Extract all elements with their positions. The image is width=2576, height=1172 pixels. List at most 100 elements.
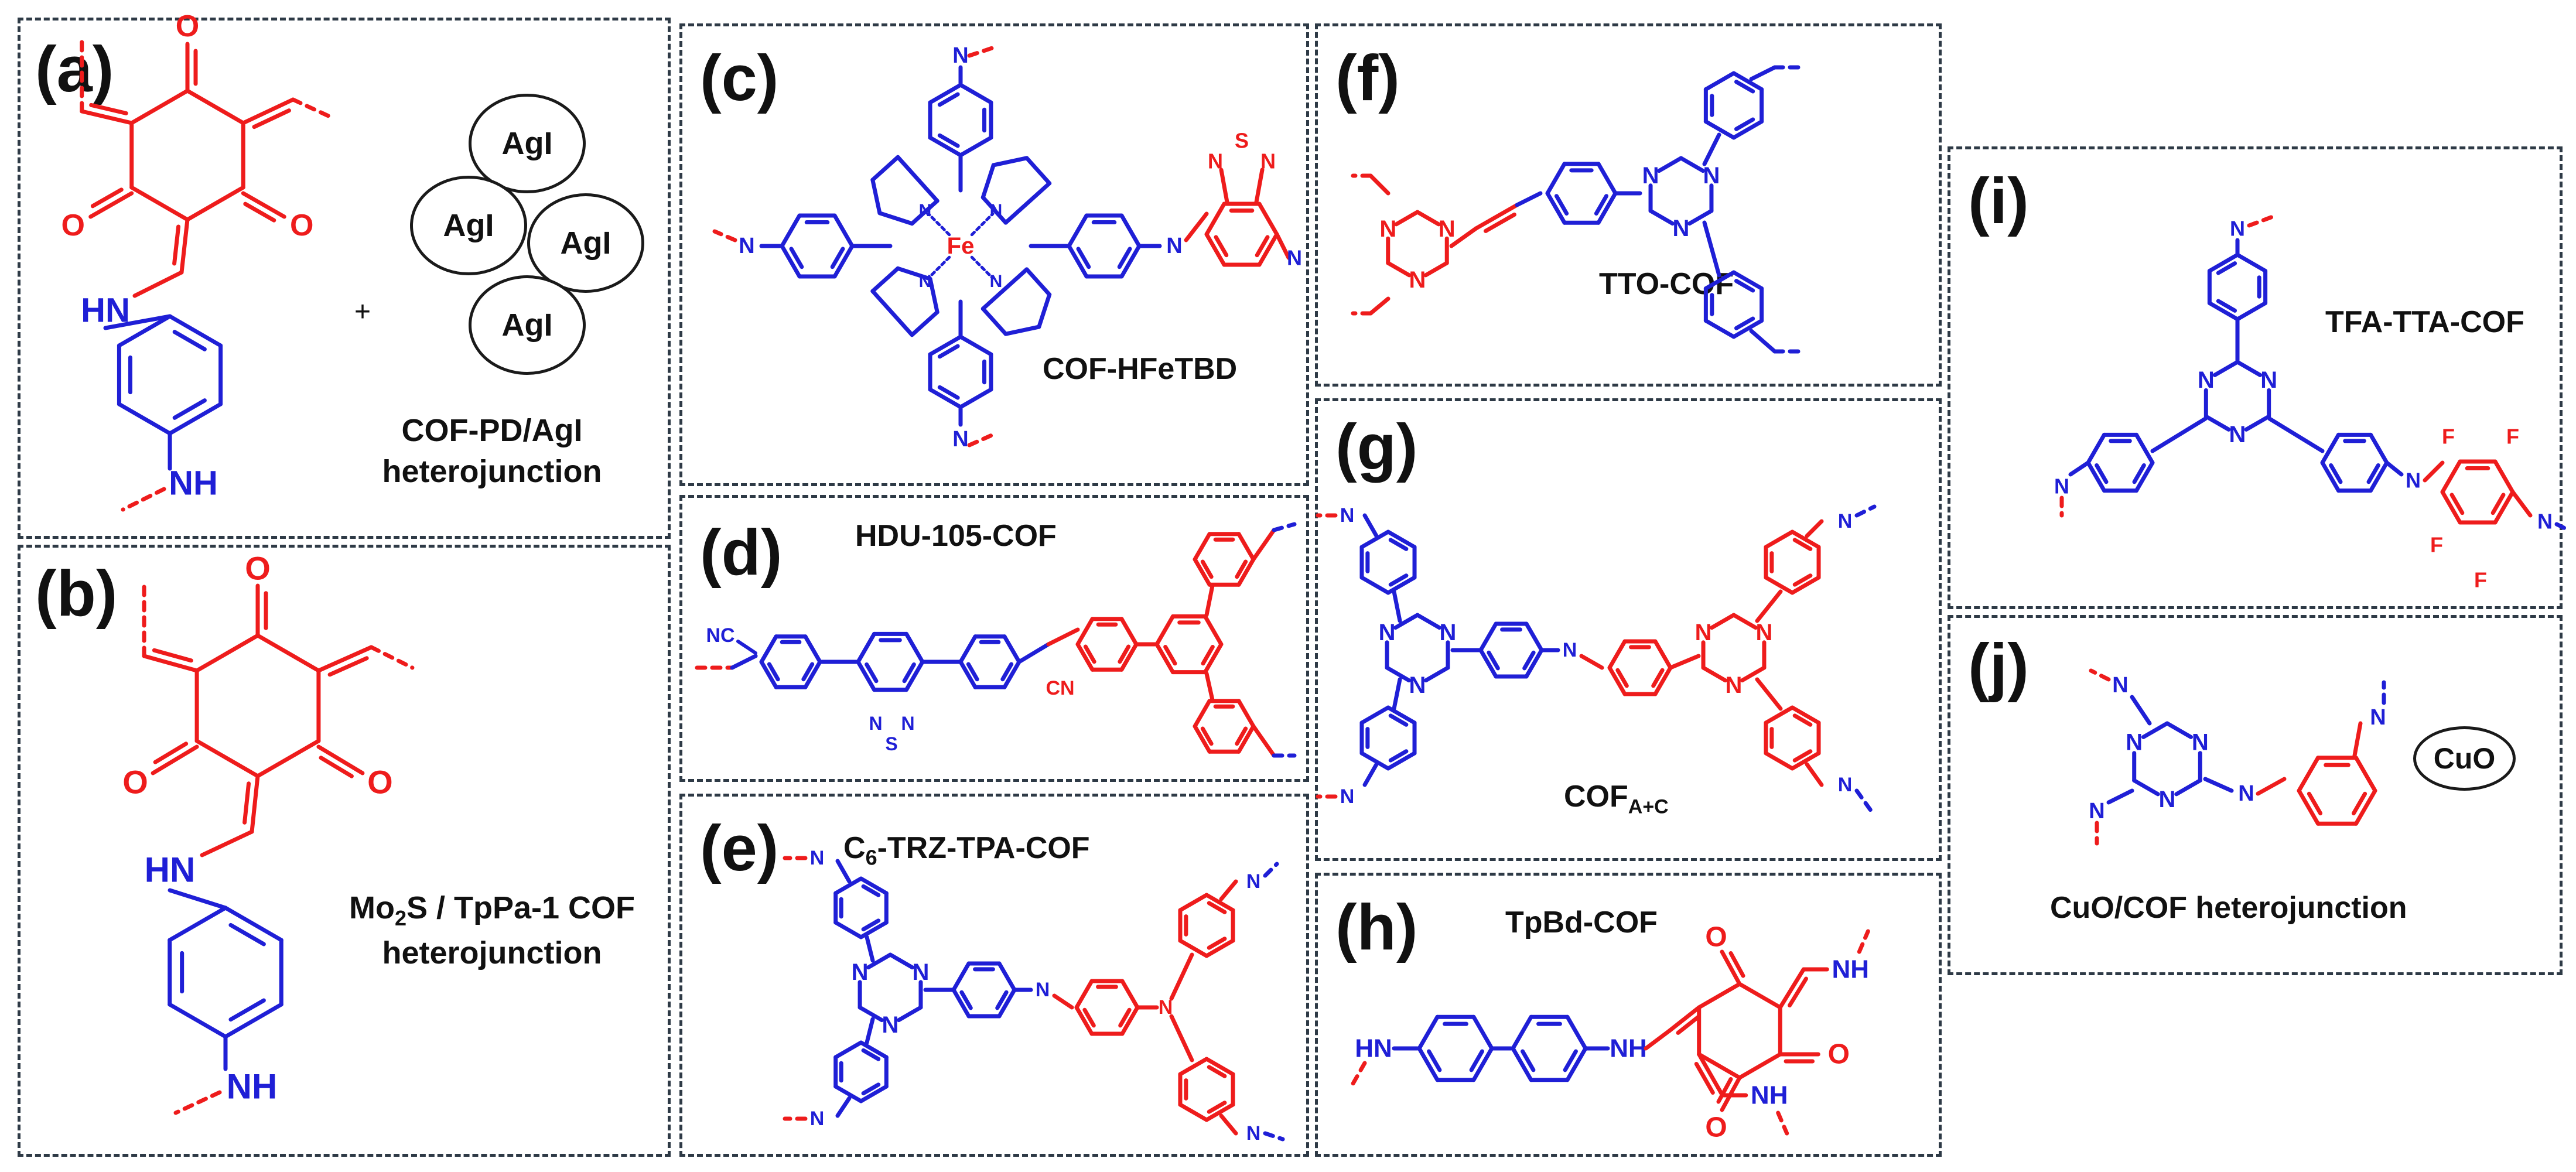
ring-bond	[185, 88, 245, 125]
triazine-bond	[1424, 665, 1450, 683]
phenyl-bond	[1478, 648, 1498, 679]
imine-nitrogen: N	[2089, 799, 2104, 824]
carbonyl	[151, 744, 199, 775]
imine-nitrogen: N	[1340, 785, 1355, 808]
phenyl-bond	[1565, 1014, 1588, 1051]
btd-sulfur: S	[885, 733, 897, 754]
ring-bond	[194, 739, 260, 778]
phenyl-bond	[2086, 432, 2106, 465]
exocyclic-double	[327, 656, 369, 677]
phenyl-bond	[958, 135, 993, 158]
imine-nitrogen: N	[952, 43, 968, 68]
carbonyl	[319, 756, 354, 778]
btd-bond	[856, 660, 876, 692]
phenyl-bond	[1076, 247, 1091, 269]
btd-nitrogen: N	[1208, 149, 1223, 173]
triazine-nitrogen: N	[2159, 787, 2176, 812]
triazine-nitrogen: N	[1726, 672, 1743, 698]
plus-sign: +	[354, 296, 371, 327]
vinyl-bond	[1017, 642, 1051, 664]
fluorine-label: F	[2506, 425, 2519, 449]
panel-e-title: C6-TRZ-TPA-COF	[843, 831, 1090, 870]
phenyl-bond	[958, 660, 978, 689]
phenyl-bond	[1703, 270, 1736, 291]
phenyl-bond	[1790, 575, 1821, 595]
phenyl-bond	[958, 387, 993, 409]
vinyl-bond	[1805, 519, 1824, 538]
aryl-bond	[865, 935, 875, 963]
triazine-bond	[888, 952, 914, 970]
phenylene-bond	[223, 906, 283, 942]
btd-bond	[1257, 232, 1279, 267]
triazine-bond	[2244, 414, 2271, 432]
aryl-bond	[1169, 1014, 1194, 1062]
phenyl-bond	[928, 387, 963, 409]
phenyl-bond	[1388, 749, 1409, 763]
triazine-bond	[1415, 613, 1441, 630]
phenyl-bond	[803, 634, 822, 664]
imine-nitrogen: N	[1166, 234, 1182, 258]
phenyl-bond	[2320, 460, 2341, 493]
imine-nitrogen: N	[2537, 510, 2553, 534]
phenyl-bond	[1074, 979, 1094, 1010]
linkage-dash	[1854, 504, 1877, 518]
exocyclic-double	[316, 645, 374, 673]
phenyl-bond	[1002, 660, 1021, 689]
panel-g-title: COFA+C	[1564, 780, 1669, 818]
panel-b-title-line1: Mo2S / TpPa-1 COF	[349, 890, 636, 930]
phenyl-bond	[959, 990, 973, 1010]
vinyl-bond	[1368, 173, 1391, 196]
phenyl-bond	[1163, 644, 1177, 666]
phenyl-bond	[1193, 557, 1212, 587]
phenylene-bond	[228, 922, 266, 947]
pyrrole-bond	[980, 306, 1008, 336]
phenyl-bond	[1734, 117, 1755, 131]
panel-a-title: COF-PD/AgI heterojunction	[357, 410, 627, 492]
aryl-bond	[1702, 220, 1721, 278]
btd-nitrogen: N	[869, 713, 882, 734]
triazine-bond	[2212, 360, 2240, 377]
fe-n-coordination	[970, 212, 995, 237]
vinyl-bond	[1805, 762, 1824, 787]
pyrrole-bond	[877, 211, 914, 226]
phenyl-bond	[1204, 1057, 1235, 1077]
phenyl-bond	[759, 660, 778, 689]
triazine-nitrogen: N	[852, 959, 869, 985]
triazine-bond	[1710, 613, 1736, 630]
aryl-bond	[2150, 416, 2208, 453]
nh-label: NH	[1751, 1081, 1788, 1110]
phenyl-bond	[1764, 705, 1795, 725]
phenyl-bond	[1792, 713, 1813, 727]
phenyl-bond	[1359, 705, 1391, 725]
pyrrole-bond	[980, 267, 1029, 311]
iron-label: Fe	[947, 233, 975, 259]
triazine-nitrogen: N	[2198, 367, 2215, 393]
agi-particle-2: AgI	[410, 176, 527, 275]
phenyl-bond	[1203, 614, 1224, 647]
triazine-nitrogen: N	[2192, 730, 2209, 756]
phenyl-bond	[1703, 71, 1736, 91]
pyrrole-bond	[991, 156, 1029, 168]
phenyl-bond	[859, 920, 889, 939]
phenyl-bond	[1653, 665, 1673, 696]
imine-nitrogen: N	[2230, 217, 2245, 241]
panel-c-frame	[679, 23, 1309, 486]
phenyl-bond	[1074, 1005, 1094, 1036]
oxygen-label: O	[62, 209, 85, 242]
btd-nitrogen: N	[901, 713, 914, 734]
phenyl-bond	[1386, 751, 1417, 771]
phenyl-bond	[859, 876, 889, 896]
panel-a-title-line1: COF-PD/AgI	[401, 413, 583, 448]
linkage-dash	[967, 45, 998, 58]
triazine-bond	[2141, 721, 2170, 739]
pyrrole-bond	[896, 155, 939, 203]
phenyl-bond	[1764, 751, 1795, 771]
phenyl-bond	[1178, 1057, 1209, 1077]
phenyl-bond	[1119, 642, 1139, 672]
phenyl-bond	[1731, 119, 1764, 140]
triazine-bond	[1679, 156, 1705, 173]
exocyclic-double	[1676, 1014, 1702, 1035]
phenyl-bond	[1082, 1007, 1096, 1028]
imine-bond	[2256, 777, 2287, 796]
vinyl-bond	[1275, 232, 1291, 260]
